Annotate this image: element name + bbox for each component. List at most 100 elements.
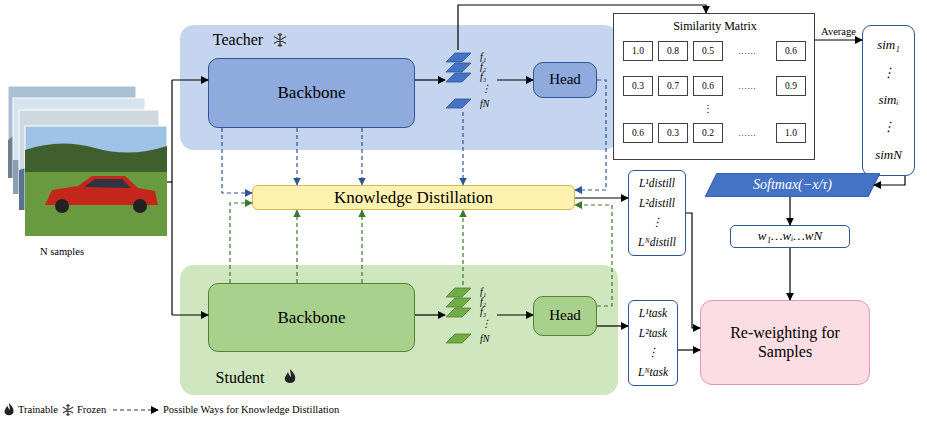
legend-entry: Possible Ways for Knowledge Distillation	[163, 404, 339, 416]
node-text: f₂	[480, 61, 486, 73]
node-text: ⋮	[647, 346, 659, 359]
flow-arrow	[497, 79, 533, 80]
matrix-cell: 0.3	[658, 123, 688, 143]
node-text: f₂	[480, 296, 486, 308]
flow-arrow	[815, 39, 862, 40]
label-column: L¹distillL²distill⋮Lᴺdistill	[629, 171, 685, 255]
snowflake-strokes	[63, 404, 73, 416]
label-anchor: f₁	[480, 51, 486, 63]
car-window	[84, 179, 131, 188]
flow-arrow	[497, 314, 533, 315]
node-text: Head	[549, 71, 581, 88]
flow-arrow	[415, 314, 445, 315]
label-column: 0.2	[694, 124, 722, 142]
node-text: L²distill	[639, 197, 675, 210]
backbone-box: Backbone	[208, 283, 415, 352]
node-text: 0.3	[667, 128, 679, 139]
node-text: f₁	[480, 286, 486, 298]
flow-arrow	[874, 176, 905, 185]
node-text: ⋮	[882, 120, 895, 135]
node-text: Lᴺtask	[638, 366, 668, 379]
loss-list: L¹distillL²distill⋮Lᴺdistill	[628, 170, 686, 256]
softmax-op: Softmax(−x/τ)	[705, 173, 880, 197]
distill-arrow	[230, 203, 252, 283]
student-panel: Backbonef₁f₂f₃⋮fNHeadStudent	[180, 265, 618, 395]
label-column: sim₁ ⋮ simᵢ ⋮ simN	[863, 26, 914, 175]
head-box: Head	[533, 62, 597, 98]
flow-arrow	[678, 349, 700, 350]
similarity-matrix: 1.00.80.50.60.30.70.60.90.60.30.21.0Simi…	[613, 13, 815, 160]
node-text: ⋮	[882, 66, 895, 81]
distill-arrow	[575, 80, 606, 190]
label-column: Softmax(−x/τ)	[705, 173, 880, 197]
node-text: simN	[875, 148, 902, 163]
feature-stack: f₁f₂f₃⋮fN	[445, 285, 497, 347]
node-text: 1.0	[785, 128, 797, 139]
label-anchor: ⋮	[703, 103, 713, 115]
node-text: w₁…wᵢ…wN	[758, 229, 822, 244]
label-column: Head	[534, 63, 596, 97]
label-column: Re-weighting for Samples	[701, 301, 869, 384]
node-text: f₃	[480, 71, 486, 83]
feature-map-stack	[445, 285, 475, 347]
feature-map	[446, 53, 471, 62]
node-text: Knowledge Distillation	[334, 188, 493, 208]
feature-map	[446, 334, 471, 343]
label-column: 0.3	[659, 124, 687, 142]
label-column: 1.0	[624, 42, 652, 60]
snowflake-icon	[63, 404, 73, 416]
matrix-cell: 0.9	[776, 76, 806, 96]
fire-icon	[5, 403, 14, 415]
label-column: 0.6	[777, 42, 805, 60]
head-box: Head	[533, 296, 597, 336]
node-text: 0.6	[702, 81, 714, 92]
label-column: L¹taskL²task⋮Lᴺtask	[629, 301, 677, 385]
node-text: ⋮	[703, 103, 713, 115]
input-arrow	[172, 79, 208, 80]
node-text: ……	[738, 81, 756, 91]
node-text: 0.2	[702, 128, 714, 139]
photo-trees	[25, 143, 167, 175]
car-wheel	[133, 199, 147, 213]
label-anchor: f₃	[480, 71, 486, 83]
reweighting-box: Re-weighting for Samples	[700, 300, 870, 385]
matrix-cell: 0.6	[776, 41, 806, 61]
node-text: ⋮	[481, 318, 491, 330]
loss-list: L¹taskL²task⋮Lᴺtask	[628, 300, 678, 386]
matrix-cell: 0.6	[623, 123, 653, 143]
node-text: ……	[738, 46, 756, 56]
node-text: 1.0	[632, 46, 644, 57]
label-anchor: Teacher	[213, 31, 263, 49]
label-anchor: ……	[738, 128, 756, 138]
node-text: ……	[738, 128, 756, 138]
node-text: f₃	[480, 306, 486, 318]
flow-arrow	[789, 197, 790, 225]
node-text: simᵢ	[878, 93, 898, 108]
input-line	[167, 181, 172, 182]
label-column: 0.8	[659, 42, 687, 60]
label-column: Backbone	[209, 59, 414, 127]
feature-map	[446, 73, 471, 82]
edge-label-anchor: Average	[821, 26, 856, 38]
node-text: sim₁	[877, 38, 900, 53]
distill-arrow	[361, 210, 362, 283]
node-text: L¹task	[639, 307, 667, 320]
caption-anchor: N samples	[40, 246, 84, 258]
input-arrows	[167, 80, 208, 315]
matrix-cell: 0.7	[658, 76, 688, 96]
node-text: Backbone	[278, 83, 346, 103]
distill-arrow	[296, 128, 297, 185]
backbone-box: Backbone	[208, 58, 415, 128]
node-text: 0.9	[785, 81, 797, 92]
node-text: 0.8	[667, 46, 679, 57]
label-anchor: f₂	[480, 61, 486, 73]
distill-arrow	[361, 128, 362, 185]
feature-map	[446, 99, 471, 108]
edge-label: Average	[821, 26, 856, 38]
input-line	[171, 80, 172, 315]
flow-arrow	[789, 248, 790, 300]
distill-arrow	[462, 112, 463, 185]
feature-map	[446, 288, 471, 297]
